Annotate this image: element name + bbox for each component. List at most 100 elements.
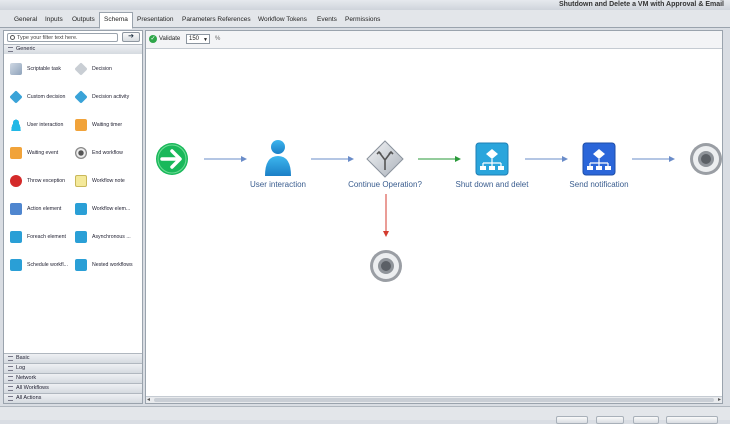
palette-item-label: End workflow — [92, 150, 123, 156]
schedule-icon — [10, 259, 22, 271]
palette-item-label: Workflow elem... — [92, 206, 131, 212]
shutdown-workflow-node[interactable] — [475, 142, 509, 176]
category-all-workflows[interactable]: All Workflows — [4, 383, 142, 393]
editor-tabs: General Inputs Outputs Schema Presentati… — [0, 10, 730, 29]
category-generic[interactable]: Generic — [4, 44, 142, 54]
scroll-right-icon[interactable]: ▸ — [717, 397, 721, 403]
filter-input[interactable]: Type your filter text here. — [7, 33, 118, 42]
async-icon — [75, 231, 87, 243]
filter-go-button[interactable]: ➔ — [122, 32, 140, 42]
decision-icon — [74, 62, 88, 76]
zoom-value: 150 — [189, 36, 200, 42]
palette-item-waiting-event[interactable]: Waiting event — [10, 146, 58, 160]
foreach-icon — [10, 231, 22, 243]
palette-item-label: Scriptable task — [27, 66, 62, 72]
palette-item-workflow-element[interactable]: Workflow elem... — [75, 202, 130, 216]
schema-canvas[interactable]: ✓ Validate 150 ▼ % — [145, 30, 723, 404]
tab-outputs[interactable]: Outputs — [72, 16, 95, 23]
category-all-actions[interactable]: All Actions — [4, 393, 142, 403]
category-handle-icon — [8, 386, 13, 391]
category-network[interactable]: Network — [4, 373, 142, 383]
palette-item-throw-exception[interactable]: Throw exception — [10, 174, 65, 188]
send-notification-node[interactable] — [582, 142, 616, 176]
canvas-toolbar: ✓ Validate 150 ▼ % — [146, 31, 722, 49]
palette-item-scriptable-task[interactable]: Scriptable task — [10, 62, 61, 76]
palette-item-label: Action element — [27, 206, 62, 212]
palette-item-workflow-note[interactable]: Workflow note — [75, 174, 125, 188]
start-node[interactable] — [156, 143, 188, 175]
category-label: All Workflows — [16, 385, 49, 391]
category-log[interactable]: Log — [4, 363, 142, 373]
category-label: Network — [16, 375, 37, 381]
palette-item-label: User interaction — [27, 122, 64, 128]
tab-parameters-references[interactable]: Parameters References — [182, 16, 251, 23]
decision-activity-icon — [74, 90, 88, 104]
canvas-horizontal-scrollbar[interactable]: ◂ ▸ — [146, 396, 722, 403]
category-label: Log — [16, 365, 26, 371]
palette-item-custom-decision[interactable]: Custom decision — [9, 90, 65, 104]
palette-item-end-workflow[interactable]: End workflow — [75, 146, 123, 160]
tab-inputs[interactable]: Inputs — [45, 16, 63, 23]
category-basic[interactable]: Basic — [4, 353, 142, 363]
note-icon — [75, 175, 87, 187]
window-title: Shutdown and Delete a VM with Approval &… — [558, 1, 724, 8]
bottom-button-2[interactable] — [596, 416, 624, 424]
category-label: All Actions — [16, 395, 42, 401]
end-node-main[interactable] — [690, 143, 722, 175]
schema-diagram — [156, 140, 722, 282]
validate-check-icon[interactable]: ✓ — [149, 35, 157, 43]
decision-label: Continue Operation? — [348, 180, 422, 189]
palette-item-foreach-element[interactable]: Foreach element — [10, 230, 66, 244]
tab-presentation[interactable]: Presentation — [137, 16, 174, 23]
palette-item-nested-workflows[interactable]: Nested workflows — [75, 258, 133, 272]
search-icon — [10, 35, 15, 40]
timer-icon — [75, 119, 87, 131]
end-node-false[interactable] — [370, 250, 402, 282]
workflow-element-icon — [75, 203, 87, 215]
validate-button[interactable]: Validate — [159, 36, 181, 42]
palette-item-label: Throw exception — [27, 178, 66, 184]
bottom-button-3[interactable] — [633, 416, 659, 424]
palette-item-label: Foreach element — [27, 234, 66, 240]
palette-item-action-element[interactable]: Action element — [10, 202, 61, 216]
palette-item-label: Decision — [92, 66, 112, 72]
palette-item-schedule-workflow[interactable]: Schedule workfl... — [10, 258, 68, 272]
palette-item-label: Schedule workfl... — [27, 262, 68, 268]
palette-item-user-interaction[interactable]: User interaction — [10, 118, 63, 132]
bottom-button-bar — [0, 406, 730, 424]
tab-general[interactable]: General — [14, 16, 38, 23]
zoom-select[interactable]: 150 ▼ — [186, 34, 210, 44]
nested-icon — [75, 259, 87, 271]
tab-schema[interactable]: Schema — [99, 12, 133, 29]
event-icon — [10, 147, 22, 159]
category-handle-icon — [8, 396, 13, 401]
user-icon — [10, 119, 22, 131]
custom-decision-icon — [9, 90, 23, 104]
send-notification-label: Send notification — [569, 180, 629, 189]
category-handle-icon — [8, 356, 13, 361]
category-handle-icon — [8, 376, 13, 381]
tab-events[interactable]: Events — [317, 16, 337, 23]
bottom-button-4[interactable] — [666, 416, 718, 424]
user-interaction-node[interactable] — [265, 140, 291, 176]
action-icon — [10, 203, 22, 215]
filter-placeholder: Type your filter text here. — [17, 35, 78, 41]
end-icon — [75, 147, 87, 159]
bottom-button-1[interactable] — [556, 416, 588, 424]
palette-item-label: Waiting event — [27, 150, 59, 156]
scroll-left-icon[interactable]: ◂ — [147, 397, 151, 403]
script-icon — [10, 63, 22, 75]
palette-item-waiting-timer[interactable]: Waiting timer — [75, 118, 122, 132]
decision-node[interactable] — [366, 140, 404, 178]
palette-item-label: Nested workflows — [92, 262, 133, 268]
scroll-thumb[interactable] — [154, 398, 714, 402]
palette-item-decision[interactable]: Decision — [74, 62, 112, 76]
zoom-unit: % — [215, 36, 221, 42]
palette-item-asynchronous[interactable]: Asynchronous ... — [75, 230, 131, 244]
palette-item-decision-activity[interactable]: Decision activity — [74, 90, 129, 104]
palette-item-label: Asynchronous ... — [92, 234, 131, 240]
tab-workflow-tokens[interactable]: Workflow Tokens — [258, 16, 307, 23]
palette-item-label: Workflow note — [92, 178, 125, 184]
tab-permissions[interactable]: Permissions — [345, 16, 381, 23]
category-label: Basic — [16, 355, 30, 361]
